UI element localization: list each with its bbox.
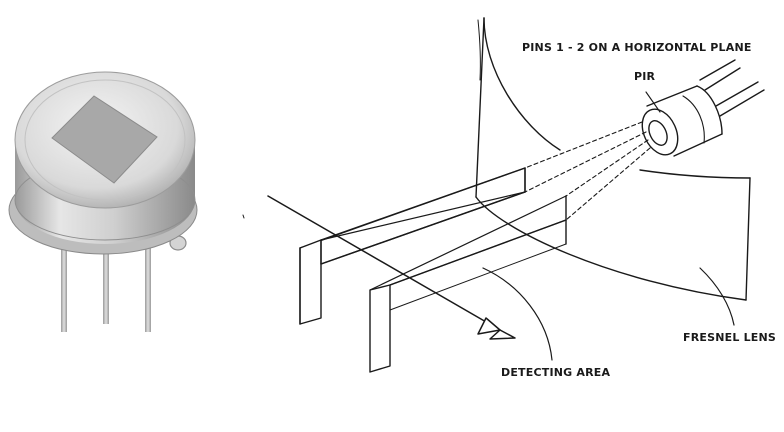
pir-leader [645,91,661,113]
pir-sensor-cylinder [641,59,765,157]
detecting-area-arc [482,267,553,361]
pir-sensor-photo [8,71,198,332]
pir-label: PIR [634,70,656,83]
sensor-window [51,95,158,184]
detection-block-back [299,167,526,325]
fresnel-lens-leader [699,267,735,326]
detecting-area-label: DETECTING AREA [501,366,611,379]
detection-rays [524,121,651,221]
sensor-lead-right [145,232,151,332]
sensor-lead-left [61,232,67,332]
beam-planes [299,167,567,291]
pins-label: PINS 1 - 2 ON A HORIZONTAL PLANE [522,41,752,54]
fresnel-lens-label: FRESNEL LENS [683,331,777,344]
line-drawing [242,17,765,373]
fresnel-lens-sheet [475,17,751,301]
sensor-lead-middle [103,238,109,324]
detection-block-front [369,195,567,373]
motion-arrow [267,195,516,340]
